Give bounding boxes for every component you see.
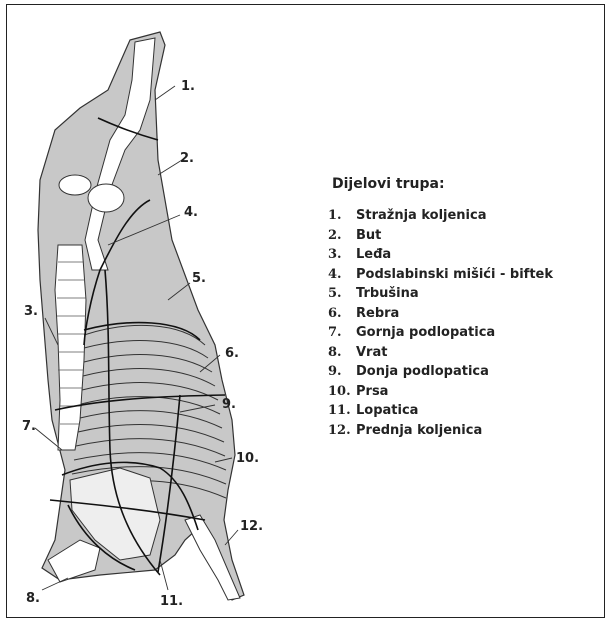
legend-item: 7.Gornja podlopatica (328, 325, 553, 345)
legend-item: 8.Vrat (328, 345, 553, 365)
callout-7: 7. (22, 419, 36, 434)
hip-joint (88, 184, 124, 212)
legend-item: 10.Prsa (328, 384, 553, 404)
legend-item: 2.But (328, 228, 553, 248)
callout-8: 8. (26, 591, 40, 606)
callout-2: 2. (180, 151, 194, 166)
callout-9: 9. (222, 397, 236, 412)
legend-item: 12.Prednja koljenica (328, 423, 553, 443)
callout-11: 11. (160, 594, 183, 609)
callout-4: 4. (184, 205, 198, 220)
legend-item: 1.Stražnja koljenica (328, 208, 553, 228)
legend-item: 6.Rebra (328, 306, 553, 326)
callout-1: 1. (181, 79, 195, 94)
callout-5: 5. (192, 271, 206, 286)
legend: Dijelovi trupa: 1.Stražnja koljenica 2.B… (328, 176, 553, 442)
legend-item: 4.Podslabinski mišići - biftek (328, 267, 553, 287)
legend-item: 11.Lopatica (328, 403, 553, 423)
legend-list: 1.Stražnja koljenica 2.But 3.Leđa 4.Pods… (328, 208, 553, 442)
legend-item: 5.Trbušina (328, 286, 553, 306)
pelvis-bone (59, 175, 91, 195)
legend-title: Dijelovi trupa: (332, 176, 553, 192)
callout-3: 3. (24, 304, 38, 319)
callout-12: 12. (240, 519, 263, 534)
callout-6: 6. (225, 346, 239, 361)
legend-item: 3.Leđa (328, 247, 553, 267)
callout-10: 10. (236, 451, 259, 466)
legend-item: 9.Donja podlopatica (328, 364, 553, 384)
